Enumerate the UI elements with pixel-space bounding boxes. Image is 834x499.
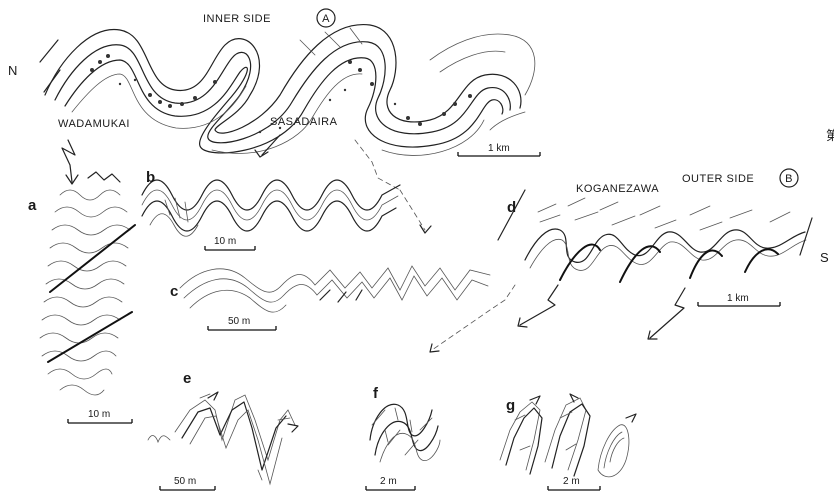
panel-e-drawing [148,392,298,484]
panel-d-letter: d [507,199,516,216]
cut-off-text: 第 [826,128,834,143]
panel-d-scale: 1 km [727,293,749,304]
panel-b-letter: b [146,169,155,186]
panel-f-scale: 2 m [380,476,397,487]
arrow-d-to-g [648,288,685,339]
panel-c-letter: c [170,283,178,300]
inner-side-marker: A [322,13,330,25]
panel-c-scale: 50 m [228,316,250,327]
panel-g-letter: g [506,397,515,414]
panel-e-scale: 50 m [174,476,196,487]
arrow-d-to-e [430,285,515,352]
panel-a-scale: 10 m [88,409,110,420]
arrow-sasadaira-to-c [355,140,431,233]
locality-wadamukai: WADAMUKAI [58,118,130,130]
map-scale-label: 1 km [488,143,510,154]
arrow-d-to-f [518,285,558,327]
outer-side-marker: B [785,173,793,185]
panel-f-letter: f [373,385,379,402]
panel-d-drawing [498,190,812,282]
panel-a-letter: a [28,197,37,214]
inner-side-section [40,25,535,156]
panel-b-scale: 10 m [214,236,236,247]
arrow-wadamukai-to-a [62,140,78,184]
panel-f-drawing [370,404,440,462]
panel-b-drawing [142,180,400,236]
panel-a-drawing [40,172,135,395]
inner-side-label: INNER SIDE [203,13,271,25]
locality-koganezawa: KOGANEZAWA [576,183,659,195]
panel-c-drawing [180,266,490,312]
panel-e-letter: e [183,370,191,387]
south-label: S [820,250,829,265]
north-label: N [8,63,17,78]
panel-g-drawing [500,394,636,477]
outer-side-label: OUTER SIDE [682,173,754,185]
locality-sasadaira: SASADAIRA [270,116,338,128]
panel-g-scale: 2 m [563,476,580,487]
